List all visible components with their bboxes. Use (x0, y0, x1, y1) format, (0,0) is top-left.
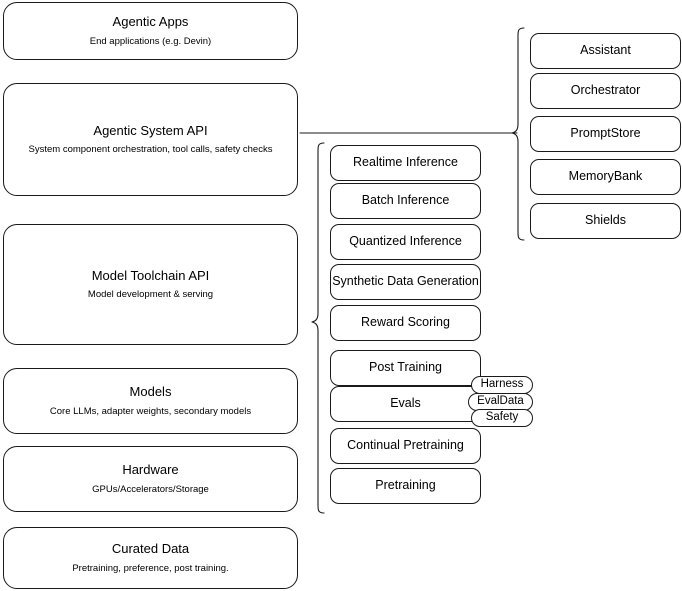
system-component-orchestrator[interactable]: Orchestrator (530, 73, 681, 109)
layer-subtitle: Model development & serving (87, 289, 214, 301)
layer-title: Hardware (122, 462, 179, 478)
system-component-memorybank[interactable]: MemoryBank (530, 159, 681, 195)
system-component-shields[interactable]: Shields (530, 203, 681, 239)
capability-label: Post Training (369, 360, 442, 375)
capability-label: Continual Pretraining (347, 438, 464, 453)
capability-label: Synthetic Data Generation (332, 274, 479, 289)
eval-pill-label: Safety (485, 411, 519, 424)
capability-realtime-inference[interactable]: Realtime Inference (330, 145, 481, 181)
layer-title: Model Toolchain API (91, 267, 210, 283)
capability-label: Realtime Inference (353, 155, 458, 170)
layer-subtitle: Pretraining, preference, post training. (72, 562, 229, 574)
eval-pill-safety[interactable]: Safety (471, 409, 533, 427)
layer-agentic-system-api[interactable]: Agentic System API System component orch… (3, 83, 298, 196)
system-component-promptstore[interactable]: PromptStore (530, 116, 681, 152)
layer-model-toolchain-api[interactable]: Model Toolchain API Model development & … (3, 224, 298, 345)
layer-title: Curated Data (111, 541, 190, 557)
capability-post-training[interactable]: Post Training (330, 350, 481, 386)
capability-reward-scoring[interactable]: Reward Scoring (330, 305, 481, 341)
layer-subtitle: Core LLMs, adapter weights, secondary mo… (49, 405, 252, 417)
capability-pretraining[interactable]: Pretraining (330, 468, 481, 504)
system-component-label: MemoryBank (568, 169, 643, 184)
toolchain-capabilities-brace (311, 142, 325, 514)
layer-agentic-apps[interactable]: Agentic Apps End applications (e.g. Devi… (3, 2, 298, 60)
layer-subtitle: System component orchestration, tool cal… (28, 144, 273, 156)
capability-batch-inference[interactable]: Batch Inference (330, 183, 481, 219)
layer-models[interactable]: Models Core LLMs, adapter weights, secon… (3, 368, 298, 434)
capability-continual-pretraining[interactable]: Continual Pretraining (330, 428, 481, 464)
capability-label: Batch Inference (361, 193, 450, 208)
capability-label: Reward Scoring (361, 315, 450, 330)
system-component-label: Assistant (580, 43, 631, 58)
layer-curated-data[interactable]: Curated Data Pretraining, preference, po… (3, 527, 298, 589)
eval-pill-harness[interactable]: Harness (471, 376, 533, 394)
layer-hardware[interactable]: Hardware GPUs/Accelerators/Storage (3, 446, 298, 512)
layer-subtitle: GPUs/Accelerators/Storage (92, 483, 209, 495)
system-component-assistant[interactable]: Assistant (530, 33, 681, 69)
layer-title: Agentic Apps (112, 14, 189, 30)
eval-pill-label: Harness (480, 378, 524, 391)
capability-label: Quantized Inference (349, 234, 462, 249)
capability-synthetic-data-generation[interactable]: Synthetic Data Generation (330, 264, 481, 300)
capability-label: Pretraining (375, 478, 436, 493)
capability-evals[interactable]: Evals (330, 386, 481, 422)
capability-label: Evals (390, 396, 421, 411)
system-component-label: Shields (585, 213, 626, 228)
system-components-brace (511, 27, 525, 241)
layer-title: Models (129, 384, 172, 400)
layer-title: Agentic System API (93, 122, 208, 138)
layer-subtitle: End applications (e.g. Devin) (89, 35, 212, 47)
eval-pill-label: EvalData (477, 395, 524, 408)
capability-quantized-inference[interactable]: Quantized Inference (330, 224, 481, 260)
system-component-label: Orchestrator (570, 83, 641, 98)
system-component-label: PromptStore (570, 126, 641, 141)
